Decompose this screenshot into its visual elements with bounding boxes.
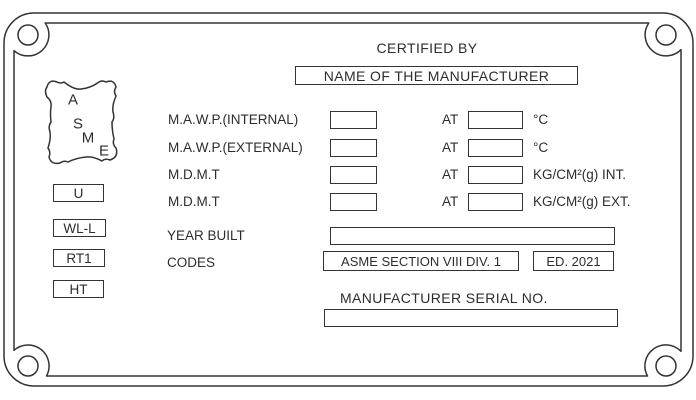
mawp-external-value-box (330, 139, 377, 157)
asme-stamp-letter-e: E (98, 142, 110, 160)
mdmt-int-label: M.D.M.T (168, 167, 220, 182)
mounting-hole-bottom-right (655, 355, 677, 377)
code-value-box: ASME SECTION VIII DIV. 1 (323, 251, 519, 271)
manufacturer-name-box: NAME OF THE MANUFACTURER (295, 66, 578, 85)
mdmt-int-unit-label: KG/CM²(g) INT. (533, 167, 626, 182)
year-built-label: YEAR BUILT (167, 228, 245, 243)
mounting-hole-top-right (655, 24, 677, 46)
mdmt-int-at-label: AT (442, 167, 459, 182)
mdmt-ext-at-box (468, 193, 523, 211)
mawp-external-at-label: AT (442, 140, 459, 155)
mawp-internal-label: M.A.W.P.(INTERNAL) (168, 112, 299, 127)
designator-box-ht: HT (53, 280, 104, 298)
mawp-internal-value-box (330, 111, 377, 129)
mdmt-ext-value-box (330, 193, 377, 211)
mawp-internal-unit-label: °C (533, 112, 549, 127)
mdmt-ext-unit-label: KG/CM²(g) EXT. (533, 194, 631, 209)
plate-outer-edge (3, 12, 694, 387)
mawp-external-at-box (468, 139, 523, 157)
mdmt-ext-label: M.D.M.T (168, 194, 220, 209)
year-built-value-box (330, 227, 615, 245)
serial-number-label: MANUFACTURER SERIAL NO. (340, 290, 548, 306)
mounting-hole-bottom-left (17, 355, 39, 377)
asme-stamp-letter-a: A (67, 91, 79, 109)
mawp-external-label: M.A.W.P.(EXTERNAL) (168, 140, 303, 155)
mdmt-int-at-box (468, 166, 523, 184)
code-edition-box: ED. 2021 (533, 251, 614, 271)
designator-box-rt1: RT1 (53, 249, 105, 267)
serial-number-value-box (324, 309, 618, 327)
designator-box-wl-l: WL-L (53, 219, 106, 237)
asme-stamp-outline (44, 80, 118, 165)
designator-box-u: U (53, 184, 104, 202)
codes-label: CODES (167, 255, 216, 270)
asme-stamp-letter-m: M (81, 129, 95, 147)
mdmt-int-value-box (330, 166, 377, 184)
mdmt-ext-at-label: AT (442, 194, 459, 209)
certified-by-label: CERTIFIED BY (376, 40, 478, 56)
mawp-external-unit-label: °C (533, 140, 549, 155)
mounting-hole-top-left (17, 24, 39, 46)
asme-stamp-letter-s: S (72, 115, 84, 133)
mawp-internal-at-label: AT (442, 112, 459, 127)
mawp-internal-at-box (468, 111, 523, 129)
plate-inner-border (13, 22, 682, 377)
